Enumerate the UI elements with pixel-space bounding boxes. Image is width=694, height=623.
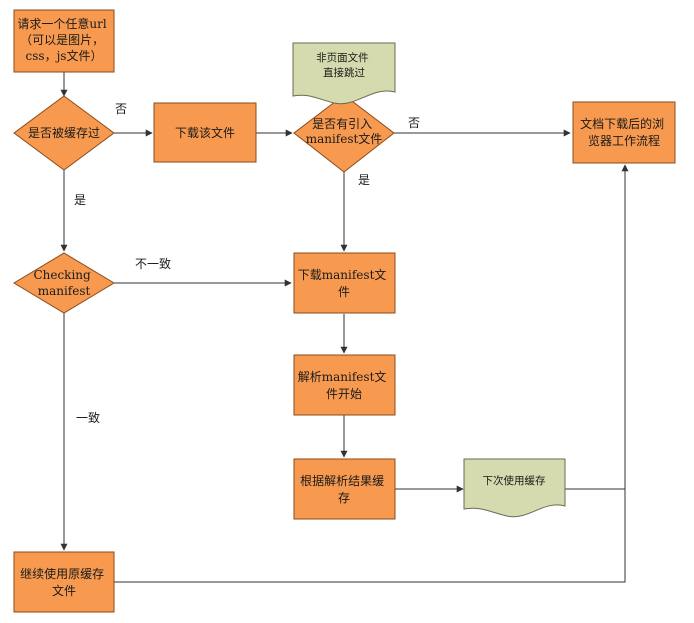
- edge-labels: 否 否 是 是 不一致 一致: [74, 102, 420, 425]
- node-parse-manifest-line-1: 解析manifest文: [298, 369, 387, 384]
- label-inconsistent: 不一致: [135, 257, 171, 271]
- note-next-use-label: 下次使用缓存: [483, 474, 546, 487]
- node-download-manifest-shape: [293, 252, 396, 314]
- node-checking-shape: [13, 252, 115, 314]
- note-next-use-shape: [463, 458, 566, 518]
- node-browser-flow-shape: [572, 101, 676, 164]
- node-continue-cache-line-2: 文件: [52, 583, 76, 598]
- note-non-page-shape: [292, 42, 396, 105]
- node-parse-manifest-shape: [293, 354, 396, 416]
- node-continue-cache-shape: [13, 551, 115, 613]
- edge-next-use-to-browser-flow: [565, 164, 629, 490]
- connectors: [60, 72, 629, 583]
- node-has-manifest-label: 是否有引入 manifest文件: [306, 117, 383, 146]
- note-non-page-label: 非页面文件 直接跳过: [316, 51, 372, 79]
- node-download-file: 下载该文件: [153, 102, 257, 163]
- note-non-page-line-1: 非页面文件: [316, 51, 369, 64]
- node-cache-result: 根据解析结果缓 存: [293, 458, 396, 520]
- node-request-label: 请求一个任意url （可以是图片， css，js文件）: [17, 16, 110, 63]
- node-checking-line-1: Checking: [33, 268, 91, 282]
- node-checking-label: Checking manifest: [33, 268, 94, 298]
- note-non-page: 非页面文件 直接跳过: [292, 42, 396, 105]
- node-request-line-3: css，js文件）: [26, 48, 103, 63]
- node-cache-result-line-2: 存: [338, 491, 350, 505]
- node-continue-cache-line-1: 继续使用原缓存: [20, 566, 104, 581]
- label-no-is-cached: 否: [115, 102, 127, 116]
- note-non-page-line-2: 直接跳过: [323, 66, 365, 79]
- edge-continue-cache-to-browser-flow: [114, 489, 626, 583]
- node-has-manifest-line-2: manifest文件: [306, 131, 383, 146]
- node-download-manifest-line-1: 下载manifest文: [298, 267, 387, 282]
- node-browser-flow-label: 文档下载后的浏 览器工作流程: [580, 116, 668, 148]
- node-browser-flow: 文档下载后的浏 览器工作流程: [572, 101, 676, 164]
- node-cache-result-label: 根据解析结果缓 存: [300, 474, 388, 505]
- note-next-use: 下次使用缓存: [463, 458, 566, 518]
- label-no-has-manifest: 否: [408, 116, 420, 130]
- node-has-manifest: 是否有引入 manifest文件: [293, 94, 395, 173]
- node-request-shape: [13, 9, 115, 73]
- node-cache-result-line-1: 根据解析结果缓: [300, 474, 384, 488]
- node-download-file-label: 下载该文件: [175, 125, 235, 140]
- node-cache-result-shape: [293, 458, 396, 520]
- node-request: 请求一个任意url （可以是图片， css，js文件）: [13, 9, 115, 73]
- node-browser-flow-line-2: 览器工作流程: [588, 133, 660, 148]
- label-yes-has-manifest: 是: [358, 173, 370, 187]
- node-is-cached: 是否被缓存过: [13, 95, 115, 171]
- node-continue-cache-label: 继续使用原缓存 文件: [20, 566, 108, 598]
- node-browser-flow-line-1: 文档下载后的浏: [580, 116, 664, 131]
- label-yes-is-cached: 是: [74, 193, 86, 207]
- node-has-manifest-line-1: 是否有引入: [312, 117, 372, 131]
- node-has-manifest-shape: [293, 94, 395, 173]
- node-download-manifest-label: 下载manifest文 件: [298, 267, 390, 299]
- node-checking: Checking manifest: [13, 252, 115, 314]
- node-parse-manifest: 解析manifest文 件开始: [293, 354, 396, 416]
- node-download-file-shape: [153, 102, 257, 163]
- node-parse-manifest-label: 解析manifest文 件开始: [298, 369, 390, 401]
- node-is-cached-label: 是否被缓存过: [28, 126, 100, 140]
- node-continue-cache: 继续使用原缓存 文件: [13, 551, 115, 613]
- node-download-manifest: 下载manifest文 件: [293, 252, 396, 314]
- node-request-line-2: （可以是图片，: [20, 33, 104, 47]
- node-request-line-1: 请求一个任意url: [17, 16, 106, 31]
- node-download-manifest-line-2: 件: [338, 285, 350, 299]
- node-is-cached-shape: [13, 95, 115, 171]
- label-consistent: 一致: [76, 411, 100, 425]
- node-checking-line-2: manifest: [38, 284, 91, 298]
- node-parse-manifest-line-2: 件开始: [326, 387, 362, 401]
